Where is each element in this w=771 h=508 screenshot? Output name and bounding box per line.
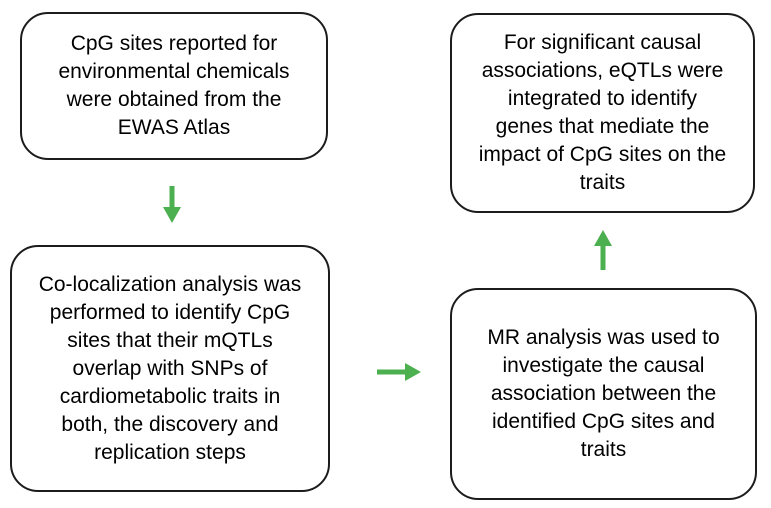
arrow-up-head xyxy=(594,230,612,246)
flowchart-box-colocalization: Co-localization analysis was performed t… xyxy=(10,245,330,492)
flowchart-box-eqtl-integration: For significant causal associations, eQT… xyxy=(450,13,755,213)
box-colocalization-text: Co-localization analysis was performed t… xyxy=(38,272,302,464)
arrow-right-icon xyxy=(377,363,421,381)
flowchart-box-ewas-atlas: CpG sites reported for environmental che… xyxy=(20,12,328,160)
box-eqtl-integration-text: For significant causal associations, eQT… xyxy=(478,31,727,194)
arrow-up-icon xyxy=(594,230,612,270)
flowchart-box-mr-analysis: MR analysis was used to investigate the … xyxy=(450,288,757,500)
arrow-right-head xyxy=(405,363,421,381)
box-ewas-atlas-text: CpG sites reported for environmental che… xyxy=(58,32,290,139)
box-mr-analysis-text: MR analysis was used to investigate the … xyxy=(487,326,720,461)
arrow-down-head xyxy=(163,207,181,223)
arrow-down-icon xyxy=(163,186,181,223)
